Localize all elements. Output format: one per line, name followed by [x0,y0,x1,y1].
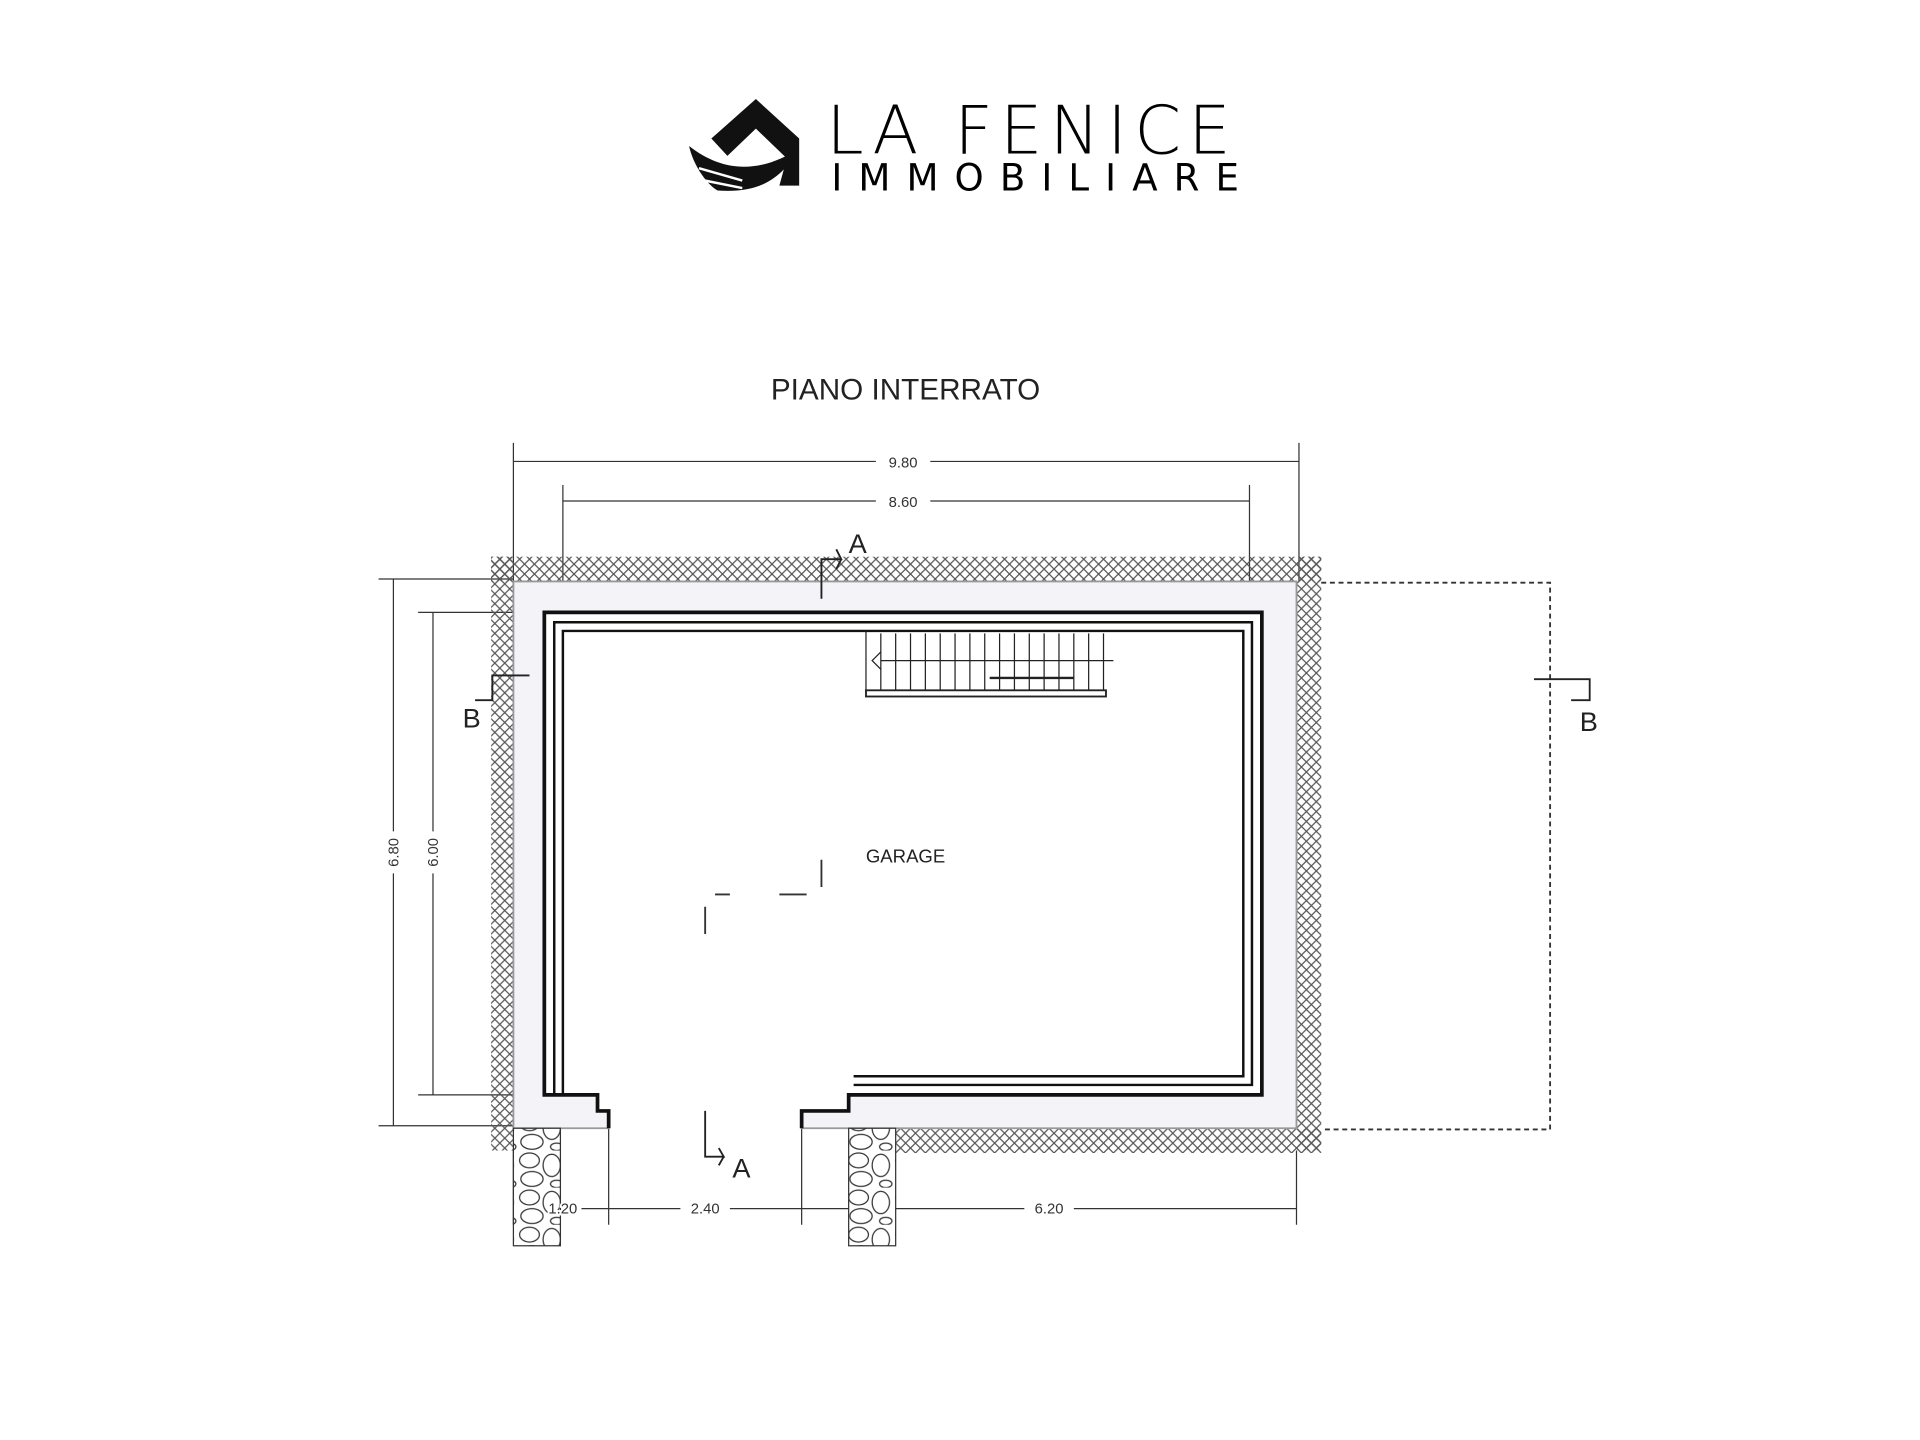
dim-top-inner: 8.60 [889,495,918,511]
earth-hatching [491,556,1322,1153]
stone-foundation-right [848,1127,897,1247]
dim-left-outer: 6.80 [386,838,402,867]
dim-bottom-right: 6.20 [1035,1202,1064,1218]
stone-foundation-left [512,1127,562,1247]
staircase [865,630,1114,698]
dim-bottom-left: 1.20 [548,1202,577,1218]
company-logo: LA FENICE IMMOBILIARE [689,91,1255,200]
section-markers [475,548,1591,1166]
house-wing-icon [689,98,800,191]
dim-top-outer: 9.80 [889,456,918,472]
dim-left-inner: 6.00 [426,838,442,867]
logo-line2: IMMOBILIARE [831,157,1255,200]
walls [512,580,1298,1130]
logo-line1: LA FENICE [826,91,1238,169]
plan-title: PIANO INTERRATO [771,374,1040,407]
section-b-right: B [1580,706,1598,737]
dashed-outline [704,581,1552,1131]
section-a-top: A [849,528,868,559]
section-a-bottom: A [732,1153,751,1184]
dim-bottom-opening: 2.40 [691,1202,720,1218]
section-b-left: B [463,702,481,733]
room-label-garage: GARAGE [866,845,945,866]
